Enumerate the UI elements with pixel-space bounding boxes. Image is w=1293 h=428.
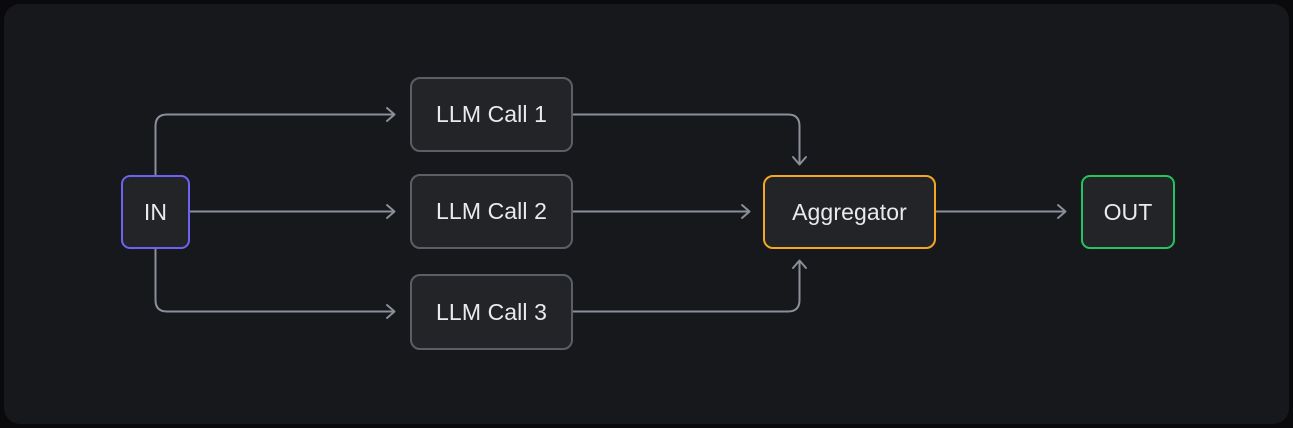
arrowhead-out <box>1057 204 1067 219</box>
arrowhead-llm-3-in <box>386 304 396 319</box>
node-llm-call-1-label: LLM Call 1 <box>436 101 547 127</box>
edge-in-to-llm-1 <box>154 113 395 176</box>
node-input-label: IN <box>143 198 168 225</box>
arrowhead-llm-2-in <box>386 204 396 219</box>
arrowhead-aggregator-top <box>792 156 807 166</box>
node-input[interactable]: IN <box>121 175 190 249</box>
arrowhead-aggregator-left <box>741 204 751 219</box>
node-llm-call-2-label: LLM Call 2 <box>436 198 547 224</box>
node-output[interactable]: OUT <box>1081 175 1175 249</box>
node-llm-call-3[interactable]: LLM Call 3 <box>410 274 573 350</box>
node-llm-call-3-label: LLM Call 3 <box>436 298 547 325</box>
edge-llm-1-to-aggregator <box>572 113 801 165</box>
node-aggregator-label: Aggregator <box>792 198 907 225</box>
diagram-canvas: IN LLM Call 1 LLM Call 2 LLM Call 3 Aggr… <box>4 4 1289 424</box>
arrowhead-llm-1-in <box>386 107 396 122</box>
node-aggregator[interactable]: Aggregator <box>763 175 936 249</box>
edge-llm-3-to-aggregator <box>572 260 801 313</box>
node-llm-call-2[interactable]: LLM Call 2 <box>410 174 573 249</box>
arrowhead-aggregator-bottom <box>792 259 807 269</box>
edge-in-to-llm-3 <box>154 248 395 313</box>
node-llm-call-1[interactable]: LLM Call 1 <box>410 77 573 152</box>
node-output-label: OUT <box>1103 198 1153 225</box>
